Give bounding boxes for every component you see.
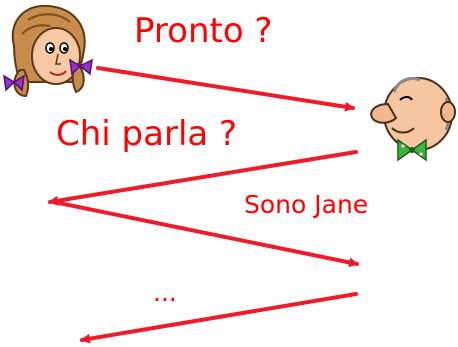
dialogue-line-3: Sono Jane xyxy=(244,190,369,219)
man-face-icon xyxy=(370,77,456,162)
arrow-1 xyxy=(96,66,355,112)
arrow-3 xyxy=(52,200,359,268)
arrow-4 xyxy=(80,292,358,344)
arrow-2 xyxy=(48,150,358,206)
dialogue-line-2: Chi parla ? xyxy=(56,114,238,154)
dialogue-line-1: Pronto ? xyxy=(134,11,273,51)
dialogue-line-4: ... xyxy=(153,278,177,307)
woman-face-icon xyxy=(3,4,93,98)
